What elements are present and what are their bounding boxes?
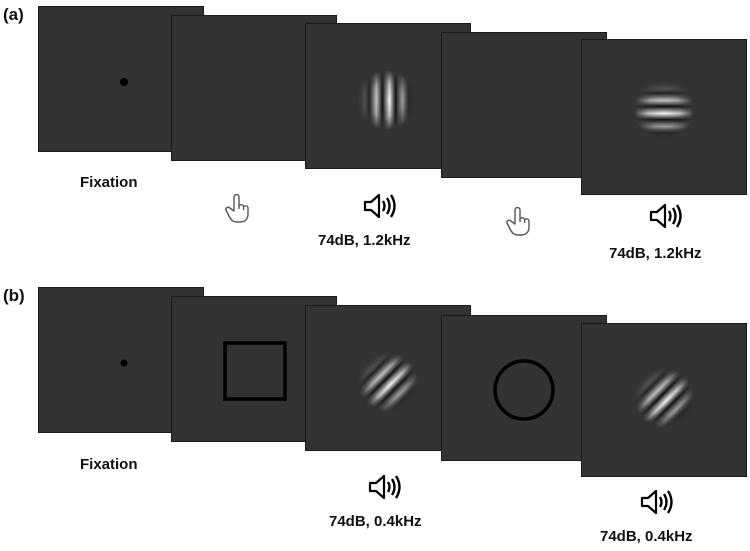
speaker-sound-icon bbox=[640, 489, 673, 515]
hand-pointer-icon bbox=[225, 194, 249, 223]
circle-cue bbox=[493, 359, 555, 421]
sound-caption-b-1: 74dB, 0.4kHz bbox=[329, 513, 422, 530]
fixation-dot bbox=[120, 78, 128, 86]
sound-caption-a-2: 74dB, 1.2kHz bbox=[609, 245, 702, 262]
fixation-caption-a: Fixation bbox=[80, 174, 138, 191]
horizontal-gabor bbox=[634, 80, 694, 140]
speaker-sound-icon bbox=[363, 193, 396, 219]
hand-pointer-icon bbox=[506, 207, 530, 236]
fixation-caption-b: Fixation bbox=[80, 456, 138, 473]
oblique-gabor bbox=[634, 368, 694, 428]
speaker-sound-icon bbox=[368, 474, 401, 500]
oblique-gabor bbox=[358, 352, 418, 412]
gabor-frame-b-2 bbox=[581, 323, 747, 477]
panel-b-label: (b) bbox=[3, 286, 25, 305]
sound-caption-a-1: 74dB, 1.2kHz bbox=[318, 232, 411, 249]
square-cue bbox=[223, 341, 287, 401]
gabor-frame-a-2 bbox=[581, 39, 747, 195]
vertical-gabor bbox=[356, 70, 416, 130]
circle-cue-frame bbox=[441, 315, 607, 461]
speaker-sound-icon bbox=[649, 203, 682, 229]
panel-a-label: (a) bbox=[3, 5, 24, 24]
sound-caption-b-2: 74dB, 0.4kHz bbox=[600, 528, 693, 545]
fixation-dot bbox=[120, 359, 128, 367]
blank-frame-a-2 bbox=[441, 32, 607, 178]
